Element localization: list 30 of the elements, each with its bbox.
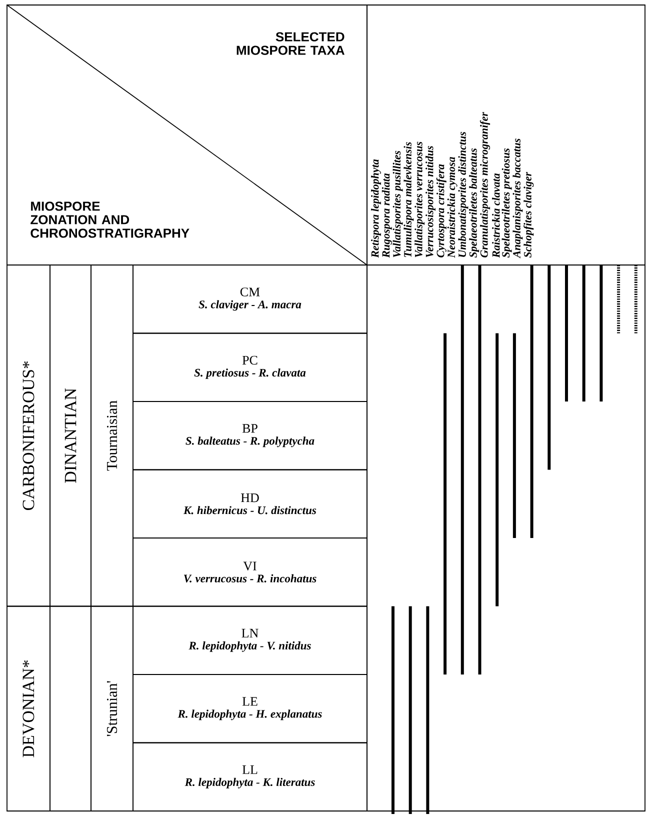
zone-cell: CM S. claviger - A. macra: [132, 264, 368, 334]
zone-cell: VI V. verrucosus - R. incohatus: [132, 538, 368, 607]
taxon-name: Granulatisporites microgranifer: [480, 112, 490, 258]
period-cell: CARBONIFEROUS*: [6, 264, 50, 607]
zone-cell: LN R. lepidophyta - V. nitidus: [132, 606, 368, 675]
period-cell: DEVONIAN*: [6, 606, 50, 812]
header-cell: SELECTED MIOSPORE TAXA MIOSPORE ZONATION AND CHRONOSTRATIGRAPHY: [6, 4, 368, 266]
taxon-name: Anaplanisporites baccatus: [512, 138, 523, 258]
empty-cell: [50, 606, 92, 812]
period-cell: 'Strunian': [90, 606, 134, 812]
taxon-name: Retispora lepidophyta: [371, 159, 381, 258]
zone-cell: LE R. lepidophyta - H. explanatus: [132, 674, 368, 744]
taxon-name: Schopfites claviger: [524, 172, 534, 258]
taxon-name: Rugospora radiata: [382, 173, 392, 258]
zone-cell: PC S. pretiosus - R. clavata: [132, 332, 368, 402]
taxon-name: Umbonatisporites distinctus: [458, 132, 468, 257]
taxon-name: Neoraistrickia cymosa: [447, 156, 458, 258]
zone-cell: LL R. lepidophyta - K. literatus: [132, 742, 368, 812]
taxon-name: Cyrtospora cristifera: [436, 164, 446, 258]
taxon-name: Spelaeotriletes balteatus: [469, 148, 480, 258]
taxon-name: Verrucosisporites nitidus: [426, 146, 436, 258]
taxon-name: Tumulispora malevkensis: [404, 142, 414, 257]
taxon-name: Raistrickia clavata: [492, 173, 500, 258]
zone-cell: HD K. hibernicus - U. distinctus: [132, 469, 368, 538]
taxon-name: Spelaeotriletes pretiosus: [502, 148, 512, 258]
period-cell: DINANTIAN: [50, 264, 92, 607]
taxon-name: Vallatisporites verrucosus: [414, 142, 425, 258]
period-cell: Tournaisian: [90, 264, 134, 607]
taxon-name: Vallatisporites pusillites: [392, 150, 403, 258]
zone-cell: BP S. balteatus - R. polyptycha: [132, 401, 368, 470]
